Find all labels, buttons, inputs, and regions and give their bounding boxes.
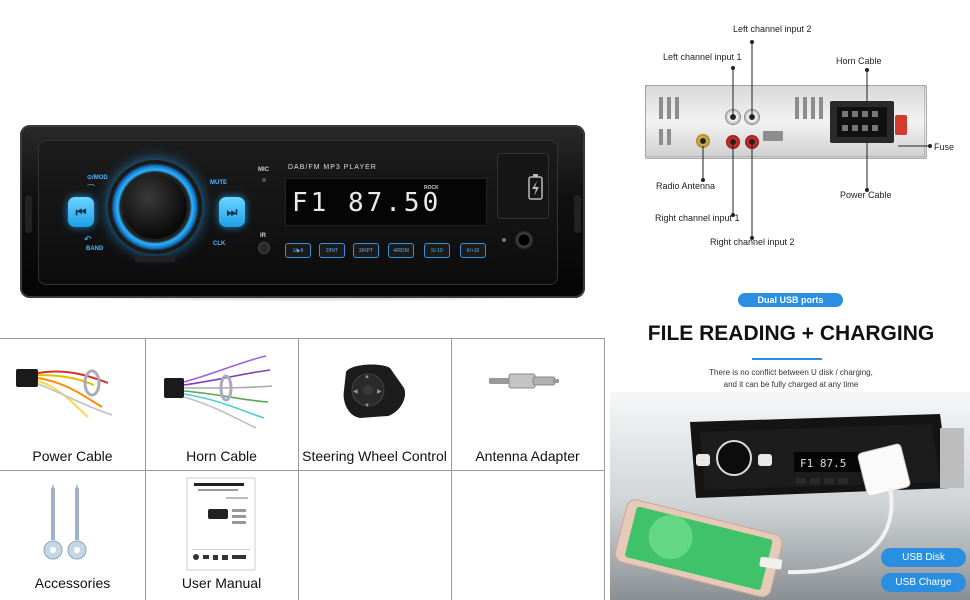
previous-icon: ⏮ xyxy=(75,204,87,219)
previous-button[interactable]: ⏮ xyxy=(68,197,94,227)
next-button[interactable]: ⏭ xyxy=(219,197,245,227)
aux-jack[interactable] xyxy=(514,230,534,250)
dual-usb-badge: Dual USB ports xyxy=(738,293,843,307)
ir-sensor xyxy=(258,242,270,254)
svg-text:▶: ▶ xyxy=(377,389,382,395)
mic-label: MIC xyxy=(258,167,269,173)
lcd-display xyxy=(285,178,487,226)
grid-line-v3 xyxy=(451,338,452,600)
promo-line-2: and it can be fully charged at any time xyxy=(723,380,859,389)
promo-line-1: There is no conflict between U disk / ch… xyxy=(709,368,873,377)
release-slot xyxy=(135,256,175,262)
unit-side-clip-left xyxy=(25,195,32,233)
player-title: DAB/FM MP3 PLAYER xyxy=(288,164,377,171)
steering-wheel-control-image: ▲ ▼ ◀ ▶ xyxy=(343,364,406,418)
accessory-label-horn-cable: Horn Cable xyxy=(186,448,257,464)
accessory-label-accessories: Accessories xyxy=(34,575,111,591)
svg-text:▲: ▲ xyxy=(364,374,370,380)
svg-text:F1 87.5: F1 87.5 xyxy=(800,457,846,470)
svg-text:◀: ◀ xyxy=(353,389,358,395)
label-radio-antenna: Radio Antenna xyxy=(656,181,716,191)
user-manual-image xyxy=(186,477,256,571)
mic-hole xyxy=(262,178,266,182)
preset-4-button[interactable]: 4/RDM xyxy=(388,243,414,258)
grid-line-top xyxy=(0,338,604,339)
lcd-frequency: F1 87.50 xyxy=(292,188,442,218)
volume-knob[interactable] xyxy=(123,175,187,239)
mute-label: MUTE xyxy=(210,180,227,186)
preset-6-button[interactable]: 6/+10 xyxy=(460,243,486,258)
eq-label: ROCK xyxy=(424,185,439,191)
horn-cable-image xyxy=(164,355,273,429)
rear-callout-lines xyxy=(701,40,932,240)
usb-battery-icon xyxy=(528,174,543,200)
antenna-adapter-image xyxy=(489,373,559,389)
usb-port-cover[interactable] xyxy=(497,153,549,219)
label-right-input-1: Right channel input 1 xyxy=(655,213,740,223)
accessory-label-power-cable: Power Cable xyxy=(32,448,113,464)
grid-line-v1 xyxy=(145,338,146,600)
preset-1-button[interactable]: 1/▶II xyxy=(285,243,311,258)
label-power-cable: Power Cable xyxy=(840,190,892,200)
mode-arc-icon: ⌒ xyxy=(87,184,95,193)
preset-3-button[interactable]: 3/RPT xyxy=(353,243,379,258)
unit-side-clip-right xyxy=(574,195,581,233)
label-right-input-2: Right channel input 2 xyxy=(710,237,795,247)
clk-label: CLK xyxy=(213,241,226,247)
preset-5-button[interactable]: 5/-10 xyxy=(424,243,450,258)
ir-label: IR xyxy=(260,233,266,239)
rear-panel-details xyxy=(645,85,925,157)
usb-charge-badge: USB Charge xyxy=(881,573,966,592)
svg-text:▼: ▼ xyxy=(364,403,370,409)
promo-scene-illustration: F1 87.5 xyxy=(614,414,964,598)
band-arrow-icon: ↶ xyxy=(84,234,92,244)
label-left-input-2: Left channel input 2 xyxy=(733,24,812,34)
label-fuse: Fuse xyxy=(934,142,955,152)
power-cable-image xyxy=(16,369,113,418)
grid-line-right xyxy=(604,338,605,600)
mode-label: ⊙/MOD xyxy=(87,175,108,181)
promo-headline: FILE READING + CHARGING xyxy=(647,322,935,345)
accessory-label-steering-wheel-control: Steering Wheel Control xyxy=(302,448,447,464)
label-left-input-1: Left channel input 1 xyxy=(663,52,742,62)
label-horn-cable: Horn Cable xyxy=(836,56,882,66)
band-label: BAND xyxy=(86,246,104,252)
rca-antenna xyxy=(696,134,710,148)
usb-disk-badge: USB Disk xyxy=(881,548,966,567)
next-icon: ⏭ xyxy=(226,204,238,219)
preset-2-button[interactable]: 2/INT xyxy=(319,243,345,258)
accessory-label-user-manual: User Manual xyxy=(181,575,262,591)
headline-underline xyxy=(752,358,822,360)
grid-line-middle xyxy=(0,470,604,471)
rca-left-2 xyxy=(745,110,759,124)
rca-left-1 xyxy=(726,110,740,124)
grid-line-v2 xyxy=(298,338,299,600)
mounting-screws-image xyxy=(43,484,87,560)
reset-hole xyxy=(502,238,506,242)
accessory-label-antenna-adapter: Antenna Adapter xyxy=(475,448,580,464)
